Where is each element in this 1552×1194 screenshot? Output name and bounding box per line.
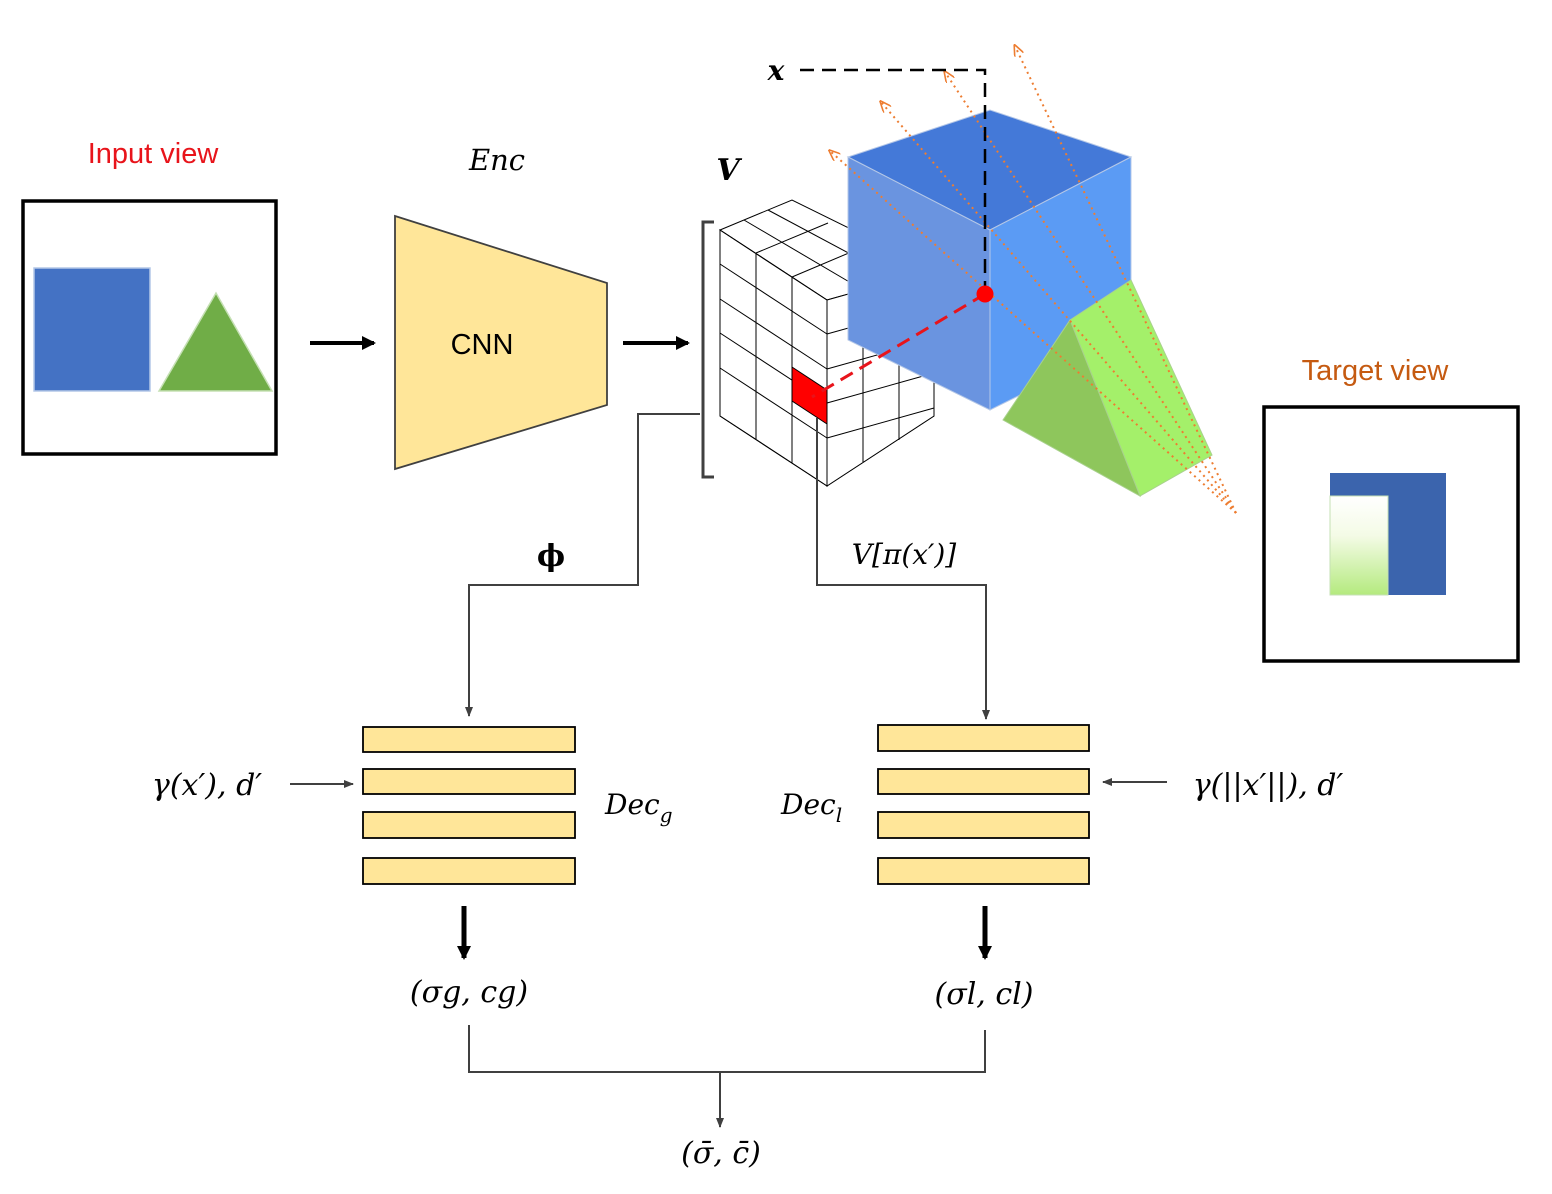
input-blue-square xyxy=(33,267,151,392)
local-decoder xyxy=(877,724,1090,885)
camera-rays xyxy=(830,46,1237,514)
merge-connector xyxy=(468,1025,986,1073)
cnn-encoder-trapezoid xyxy=(394,214,608,471)
dec-g-subscript: g xyxy=(660,803,673,827)
final-output-label: (σ̄, c̄) xyxy=(681,1136,761,1171)
local-input-label: γ(||x′||), d′ xyxy=(1193,768,1344,803)
encoder-label: Enc xyxy=(468,143,525,177)
target-view-title: Target view xyxy=(1302,355,1450,387)
global-output-label: (σg, cg) xyxy=(410,975,528,1010)
dec-g-label: Decg xyxy=(604,788,673,827)
input-green-triangle xyxy=(157,291,274,392)
target-view-panel xyxy=(1262,405,1520,663)
phi-connector xyxy=(465,413,700,717)
input-view-panel xyxy=(21,199,278,456)
point-x-label: x xyxy=(767,54,785,87)
sample-point xyxy=(976,285,994,303)
dec-l-subscript: l xyxy=(836,803,842,827)
global-input-label: γ(x′), d′ xyxy=(152,768,262,803)
v-pi-label: V[π(x′)] xyxy=(852,538,957,571)
volume-bracket xyxy=(701,220,714,479)
local-output-label: (σl, cl) xyxy=(935,977,1034,1012)
volume-label: V xyxy=(716,153,742,188)
dec-l-label: Decl xyxy=(780,788,842,827)
scene-prism xyxy=(1002,279,1213,498)
point-x-projection-line xyxy=(800,68,987,292)
target-green-region xyxy=(1329,495,1389,596)
input-view-title: Input view xyxy=(88,138,220,170)
cnn-label: CNN xyxy=(451,329,514,361)
phi-label: ϕ xyxy=(537,539,565,574)
projection-ray-to-volume xyxy=(811,292,986,399)
global-decoder xyxy=(362,726,576,885)
sampled-feature-cell xyxy=(791,366,828,425)
local-feature-connector xyxy=(816,418,990,720)
